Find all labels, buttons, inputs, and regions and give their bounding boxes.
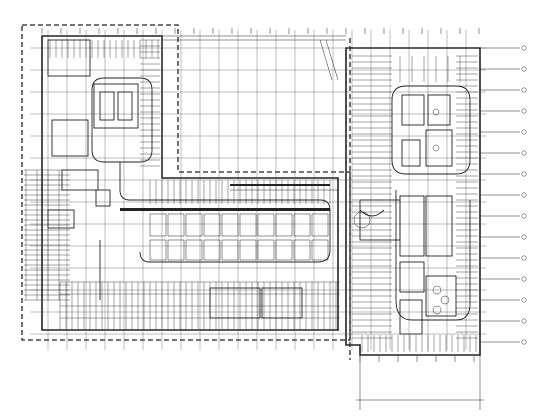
parking-bay — [239, 213, 257, 237]
axis-markers-right — [480, 45, 527, 345]
parking-bay — [203, 239, 221, 261]
equipment-circles — [353, 108, 450, 315]
axis-bubble — [521, 45, 527, 51]
parking-bay — [185, 213, 203, 237]
right-parking-stalls — [352, 55, 478, 352]
axis-bubble — [521, 339, 527, 345]
parking-bay — [167, 239, 185, 261]
bottom-parking-stalls — [59, 281, 340, 331]
parking-bay — [167, 213, 185, 237]
left-wing-dashed-boundary — [21, 24, 351, 341]
axis-bubble — [521, 150, 527, 156]
axis-bubble — [521, 171, 527, 177]
parking-bay — [311, 239, 329, 261]
axis-bubble — [521, 276, 527, 282]
parking-bay — [185, 239, 203, 261]
parking-bay — [149, 213, 167, 237]
driving-lane-right — [359, 85, 471, 321]
center-parking-stalls — [149, 180, 331, 261]
parking-bay — [149, 239, 167, 261]
parking-bay — [257, 239, 275, 261]
equipment-rooms-left — [47, 39, 303, 319]
top-ramp-lines — [162, 35, 346, 41]
parking-bay — [257, 213, 275, 237]
axis-bubble — [521, 213, 527, 219]
right-block-outer-wall — [345, 47, 481, 356]
parking-bay — [239, 239, 257, 261]
axis-bubble — [521, 108, 527, 114]
right-extension-lines — [356, 355, 484, 410]
axis-bubble — [521, 297, 527, 303]
axis-bubble — [521, 129, 527, 135]
parking-bay — [293, 239, 311, 261]
axis-bubble — [521, 318, 527, 324]
parking-bay — [221, 239, 239, 261]
axis-bubble — [521, 234, 527, 240]
parking-bay — [221, 213, 239, 237]
left-block-outer-wall — [41, 35, 339, 331]
parking-bay — [311, 213, 329, 237]
driving-lane-left — [91, 77, 331, 300]
parking-bay — [203, 213, 221, 237]
axis-bubble — [521, 87, 527, 93]
parking-bay — [275, 213, 293, 237]
axis-bubble — [521, 192, 527, 198]
axis-bubble — [521, 255, 527, 261]
central-pipe-run — [120, 184, 338, 211]
left-parking-stalls — [24, 169, 70, 301]
axis-bubble — [521, 66, 527, 72]
parking-bay — [293, 213, 311, 237]
parking-bay — [275, 239, 293, 261]
ramp-diagonal-lines — [319, 39, 339, 81]
top-parking-stalls — [49, 39, 160, 167]
